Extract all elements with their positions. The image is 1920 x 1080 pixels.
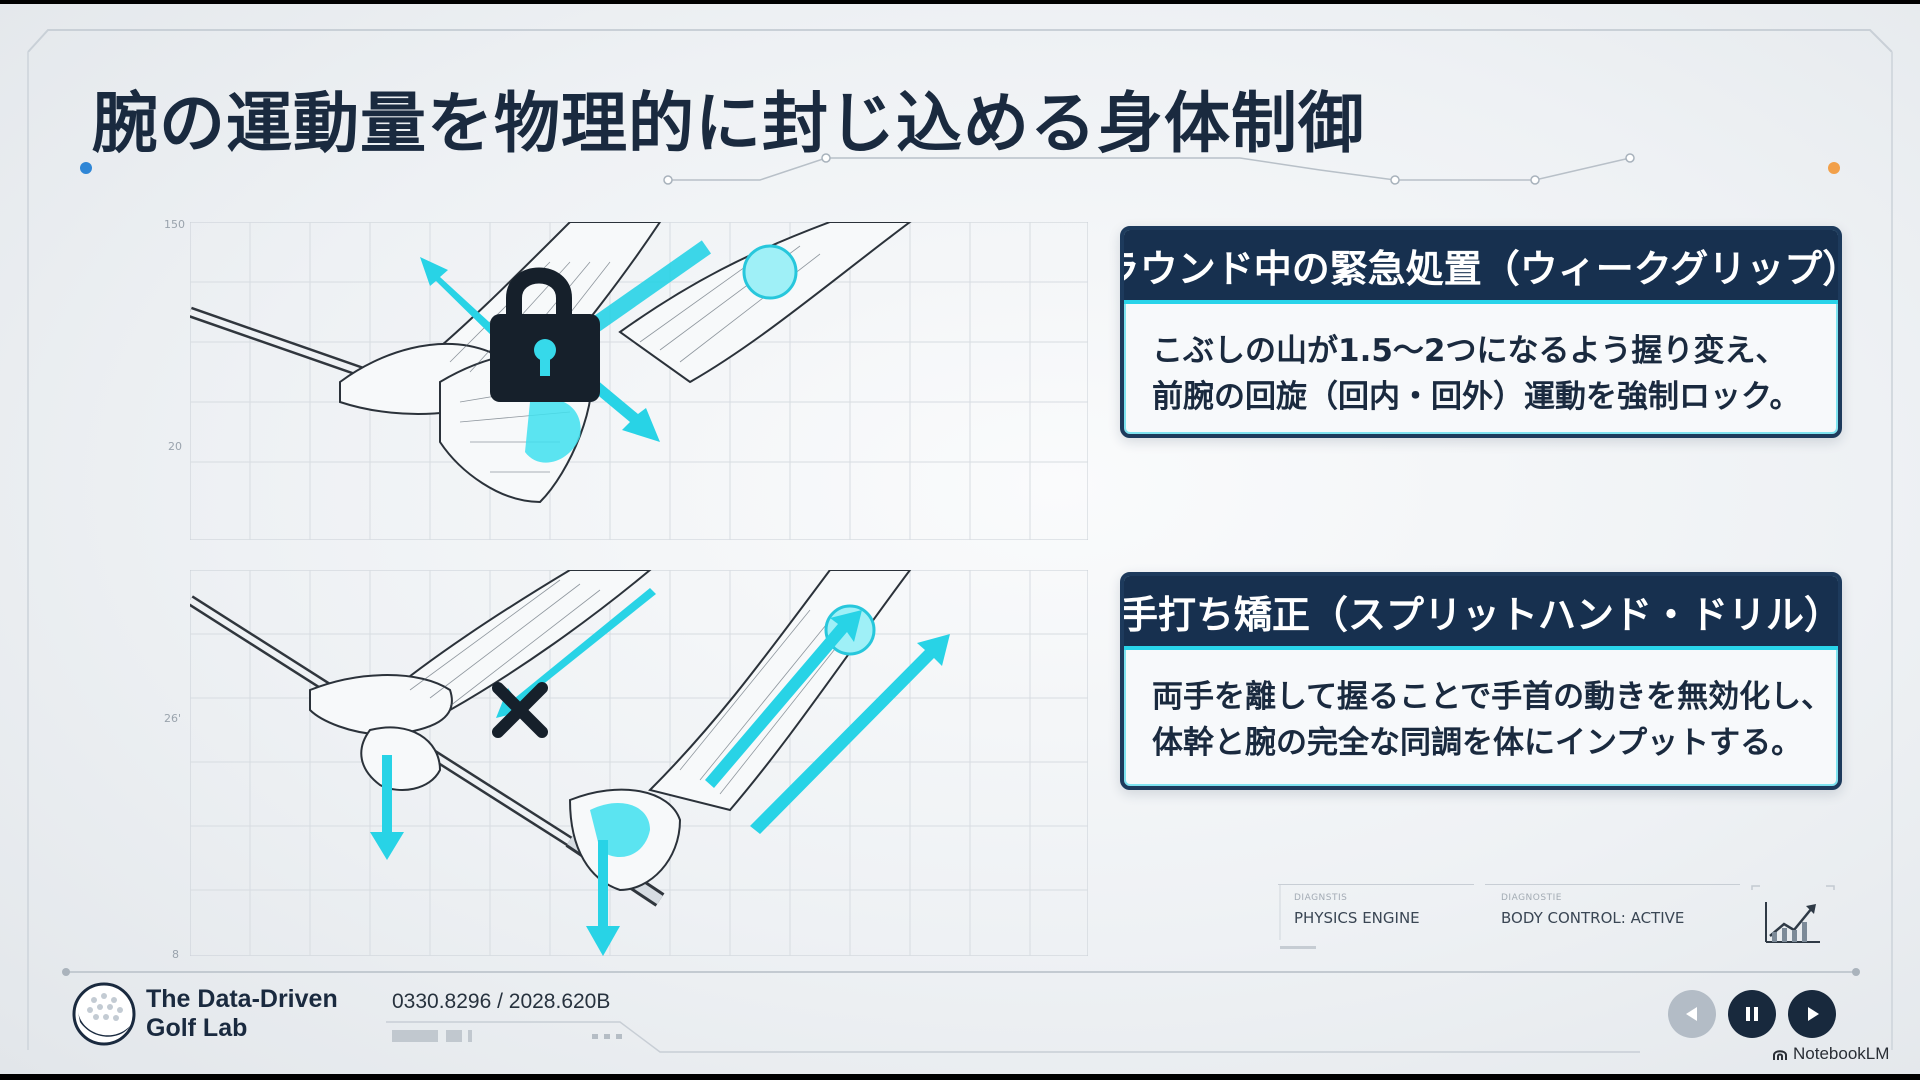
golf-ball-logo-icon [72,982,136,1046]
split-hand-drill-illustration [190,570,1088,956]
cross-icon [492,682,548,738]
diagnostic-value: BODY CONTROL: ACTIVE [1501,909,1685,927]
next-slide-button[interactable] [1788,990,1836,1038]
prev-icon [1686,1007,1697,1021]
pause-button[interactable] [1728,990,1776,1038]
card-text-line: 体幹と腕の完全な同調を体にインプットする。 [1152,725,1803,761]
weak-grip-illustration [190,222,1088,540]
split-hand-drill-card: 手打ち矯正（スプリットハンド・ドリル） 両手を離して握ることで手首の動きを無効化… [1120,572,1842,790]
grip-axis-tick-mid: 20 [168,440,182,453]
brand-name: The Data-Driven Golf Lab [146,985,338,1043]
grip-axis-tick-top: 150 [164,218,185,231]
previous-slide-button[interactable] [1668,990,1716,1038]
split-axis-tick-bottom: 8 [172,948,179,961]
brand-line: Golf Lab [146,1014,248,1042]
card-heading: 手打ち矯正（スプリットハンド・ドリル） [1124,576,1838,650]
grid-background [190,222,1088,540]
split-axis-tick-mid: 26' [164,712,182,725]
bottom-letterbox [0,1074,1920,1080]
card-text-line: こぶしの山が1.5〜2つになるよう握り変え、 [1152,333,1787,369]
grid-background [190,570,1088,956]
elbow-joint-highlight [742,244,798,300]
watermark-text: NotebookLM [1793,1044,1890,1063]
glove-highlight [525,398,581,463]
wireframe-mesh [409,579,851,795]
notebooklm-logo-icon [1773,1050,1787,1060]
diagnostic-label: DIAGNOSTIE [1501,893,1562,903]
notebooklm-watermark: NotebookLM [1772,1044,1889,1064]
brand-line: The Data-Driven [146,985,338,1013]
pause-icon [1746,1007,1758,1021]
diagnostic-physics-engine: DIAGNSTIS PHYSICS ENGINE [1278,884,1474,936]
card-heading: ラウンド中の緊急処置（ウィークグリップ） [1124,230,1838,304]
weak-grip-card: ラウンド中の緊急処置（ウィークグリップ） こぶしの山が1.5〜2つになるよう握り… [1120,226,1842,438]
diagnostic-body-control: DIAGNOSTIE BODY CONTROL: ACTIVE [1485,884,1740,936]
card-body: 両手を離して握ることで手首の動きを無効化し、 体幹と腕の完全な同調を体にインプッ… [1124,650,1838,766]
lock-icon [490,267,600,402]
top-letterbox [0,0,1920,4]
diagnostic-value: PHYSICS ENGINE [1294,909,1420,927]
card-text-line: 前腕の回旋（回内・回外）運動を強制ロック。 [1152,379,1801,415]
diagnostic-label: DIAGNSTIS [1294,893,1348,903]
card-text-line: 両手を離して握ることで手首の動きを無効化し、 [1152,679,1833,715]
motion-arrows [370,588,950,956]
next-icon [1808,1007,1819,1021]
slide-title: 腕の運動量を物理的に封じ込める身体制御 [92,85,1365,162]
coordinate-readout: 0330.8296 / 2028.620B [392,990,611,1013]
card-body: こぶしの山が1.5〜2つになるよう握り変え、 前腕の回旋（回内・回外）運動を強制… [1124,304,1838,420]
trend-chart-icon [1751,885,1835,943]
